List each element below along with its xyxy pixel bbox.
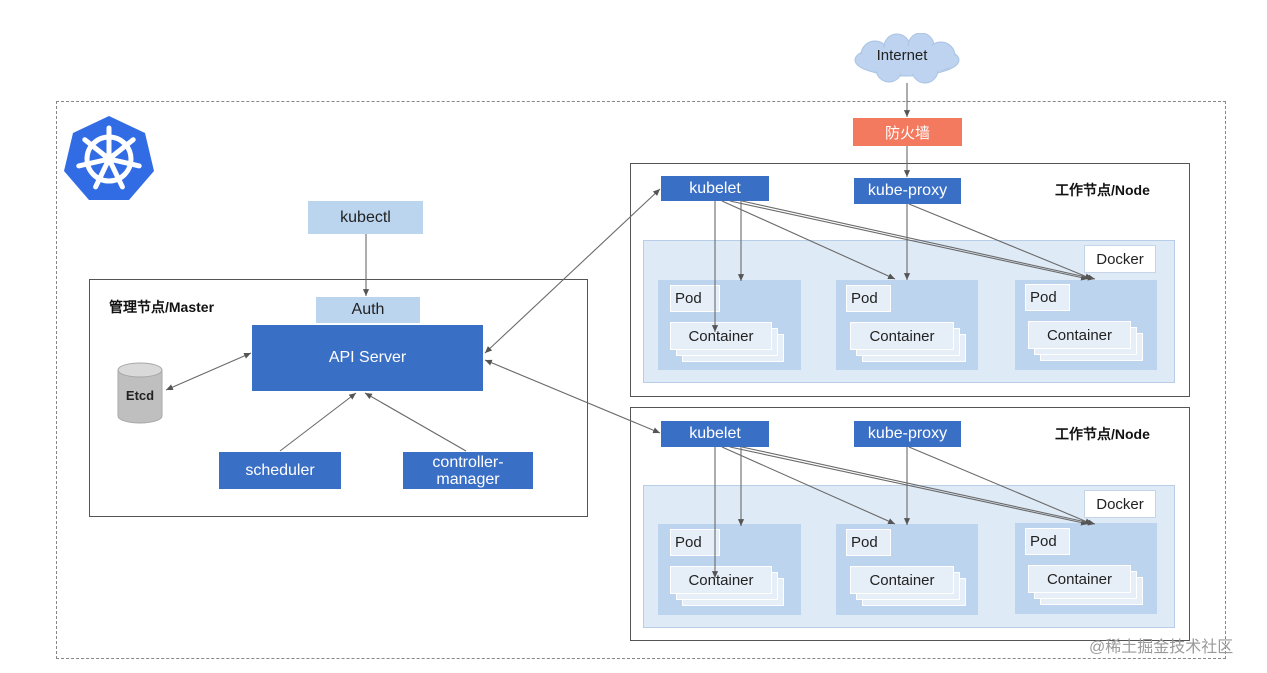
kubelet-box-2: kubelet [661,421,769,447]
pod-label: Pod [670,529,720,556]
arrow-api-kubelet-2 [484,359,661,434]
arrow-proxy1-pod [908,203,1093,280]
pod-label: Pod [1025,284,1070,311]
pod-label: Pod [1025,528,1070,555]
watermark-text: @稀土掘金技术社区 [1089,639,1234,656]
kube-proxy-box-1: kube-proxy [854,178,961,204]
pod-label: Pod [846,529,891,556]
arrow-scheduler-api [279,392,357,452]
container-box: Container [1028,565,1131,593]
scheduler-box: scheduler [219,452,341,489]
pod-label: Pod [670,285,720,312]
firewall-box: 防火墙 [853,118,962,146]
api-server-box: API Server [252,325,483,391]
kubectl-box: kubectl [308,201,423,234]
controller-manager-box: controller- manager [403,452,533,489]
container-box: Container [670,566,772,594]
internet-cloud-icon [854,33,960,84]
controller-manager-line1: controller- [432,453,504,471]
arrow-proxy2-pod [908,446,1093,525]
internet-label: Internet [876,47,928,64]
arrow-kubelet2-pod [729,446,1089,526]
container-box: Container [1028,321,1131,349]
worker-node-title-2: 工作节点/Node [1055,426,1150,442]
controller-manager-line2: manager [436,470,500,488]
arrow-api-kubelet-1 [484,188,661,354]
auth-box: Auth [316,297,420,323]
docker-label-1: Docker [1084,245,1156,273]
cluster-boundary [56,101,1226,659]
kube-proxy-box-2: kube-proxy [854,421,961,447]
arrow-kubelet1-pod [729,200,1089,281]
etcd-label: Etcd [125,388,155,403]
arrow-kubelet1-pod [741,200,1096,281]
kubernetes-logo-icon [64,116,154,200]
docker-label-2: Docker [1084,490,1156,518]
arrow-kubelet2-pod [721,446,896,525]
kubelet-box-1: kubelet [661,176,769,201]
etcd-database-icon [117,362,163,424]
worker-node-title-1: 工作节点/Node [1055,182,1150,198]
container-box: Container [850,566,954,594]
arrow-kubelet2-pod [741,446,1096,526]
master-title: 管理节点/Master [109,299,215,315]
pod-label: Pod [846,285,891,312]
container-box: Container [670,322,772,350]
arrow-etcd-api [165,352,252,391]
arrow-controller-api [364,392,467,452]
arrow-kubelet1-pod [721,200,896,280]
container-box: Container [850,322,954,350]
